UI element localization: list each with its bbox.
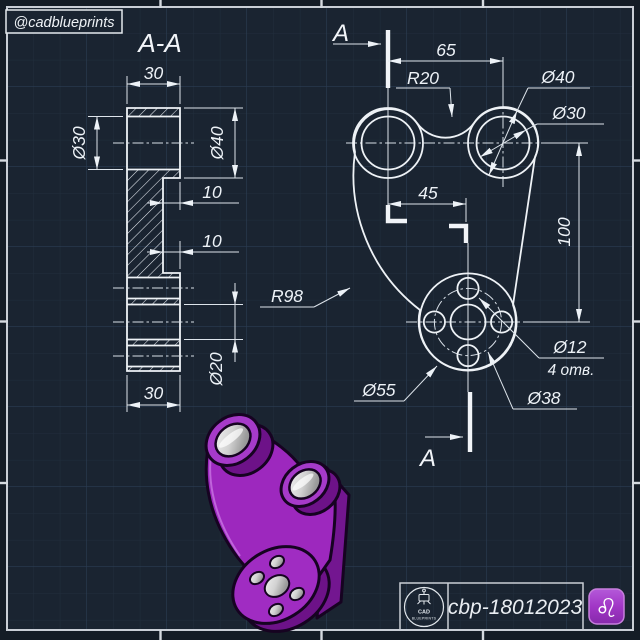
part-flange-holes <box>249 554 305 618</box>
section-view-title: A-A <box>136 28 181 58</box>
dim-holes-dia: Ø12 <box>552 337 586 357</box>
dim-width-top-value: 30 <box>144 63 164 83</box>
cut-label-bottom: A <box>418 445 436 472</box>
dim-boss-bore-value: Ø30 <box>551 103 585 123</box>
dim-width-bottom-value: 30 <box>144 383 164 403</box>
dim-width-bottom: 30 <box>126 375 181 412</box>
front-view: A A 65 45 100 R20 <box>260 20 604 472</box>
watermark: @cadblueprints <box>5 9 123 34</box>
cut-label-top: A <box>331 20 349 47</box>
dim-holes-count: 4 отв. <box>548 362 595 379</box>
leo-symbol-icon: ♌ <box>595 594 618 624</box>
part-3d-render <box>204 413 351 633</box>
title-block: CAD BLUEPRINTS cbp-18012023 <box>399 582 584 630</box>
dim-step-bottom-value: 10 <box>202 231 222 251</box>
watermark-box <box>5 9 123 34</box>
section-feature-lines <box>127 115 180 368</box>
bolt-circle <box>433 287 503 357</box>
dim-vertical-distance: 100 <box>532 142 588 323</box>
dim-side-radius-value: R98 <box>271 286 303 306</box>
dim-bore-value: Ø30 <box>69 126 89 160</box>
section-centerlines <box>113 142 194 357</box>
dim-center-distance-value: 65 <box>436 40 456 60</box>
part-bore-left-highlight <box>218 428 244 448</box>
dim-hub-bore: Ø20 <box>184 283 243 387</box>
cad-machine-icon <box>417 588 431 605</box>
dim-cut-offset-value: 45 <box>418 183 438 203</box>
dim-step-top-value: 10 <box>202 182 222 202</box>
dim-notch-radius: R20 <box>396 68 455 118</box>
drawing-code: cbp-18012023 <box>448 596 583 619</box>
brand-logo-top-text: CAD <box>418 610 430 616</box>
dim-bolt-circle-value: Ø38 <box>526 388 560 408</box>
brand-logo-circle <box>403 586 445 628</box>
dim-side-radius: R98 <box>260 286 351 308</box>
zodiac-badge-tile <box>588 588 625 625</box>
dim-flange: Ø55 <box>354 365 438 402</box>
dim-center-distance: 65 <box>388 40 504 100</box>
part-bore-right-highlight <box>292 473 314 491</box>
dim-boss-bore: Ø30 <box>479 103 604 158</box>
dim-bolt-circle: Ø38 <box>487 351 577 410</box>
brand-logo-bottom-text: BLUEPRINTS <box>412 617 437 621</box>
sheet-frame <box>6 6 634 631</box>
dim-flange-value: Ø55 <box>361 380 395 400</box>
zodiac-badge: ♌ <box>588 588 625 625</box>
dim-holes: Ø12 4 отв. <box>478 297 604 379</box>
dim-width-top: 30 <box>126 63 181 104</box>
dim-boss-outer: Ø40 <box>488 67 590 176</box>
dim-hub-bore-value: Ø20 <box>206 352 226 386</box>
section-hatching <box>127 108 180 371</box>
brand-logo: CAD BLUEPRINTS <box>403 586 445 628</box>
dim-bore: Ø30 <box>69 116 123 170</box>
dim-step-bottom: 10 <box>147 231 239 269</box>
cutting-plane: A A <box>331 20 473 472</box>
dim-boss-value: Ø40 <box>207 126 227 160</box>
section-view: A-A 30 <box>69 28 243 412</box>
dim-boss-outer-value: Ø40 <box>540 67 574 87</box>
dim-step-top: 10 <box>147 182 239 210</box>
dim-vertical-distance-value: 100 <box>554 217 574 246</box>
watermark-handle: @cadblueprints <box>14 15 115 31</box>
section-outline <box>126 107 181 372</box>
dim-cut-offset: 45 <box>388 183 467 222</box>
dim-boss: Ø40 <box>184 107 243 179</box>
dim-notch-radius-value: R20 <box>407 68 439 88</box>
